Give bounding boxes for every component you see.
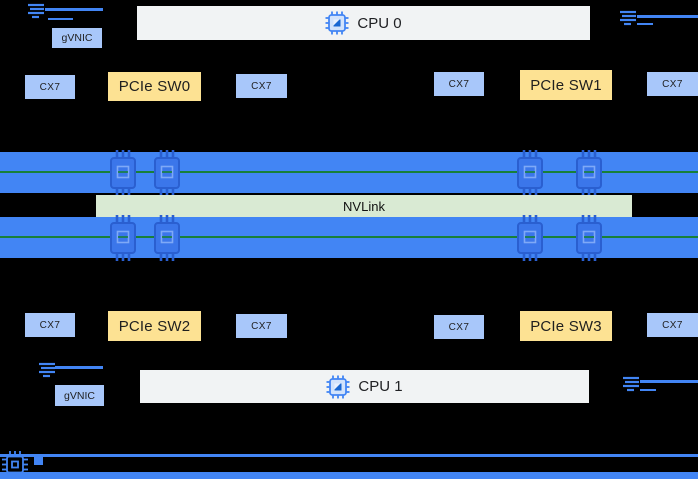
cx7-box: CX7 [25, 313, 75, 337]
cpu1-label: CPU 1 [358, 378, 403, 395]
gpu-chip-icon [153, 215, 181, 261]
network-line [0, 454, 698, 457]
network-line [640, 389, 656, 391]
cx7-label: CX7 [39, 81, 61, 93]
nic-icon [38, 362, 56, 378]
connector-node [34, 457, 43, 465]
cx7-box: CX7 [434, 315, 484, 339]
network-line [55, 366, 103, 369]
network-line [640, 380, 698, 383]
nvlink-line [0, 236, 698, 238]
network-line [45, 8, 103, 11]
cx7-label: CX7 [251, 320, 272, 332]
gvnic-box: gVNIC [55, 385, 104, 406]
cx7-label: CX7 [662, 78, 683, 90]
cx7-box: CX7 [647, 72, 698, 96]
gpu-chip-icon [516, 150, 544, 196]
pcie-sw3-label: PCIe SW3 [530, 317, 602, 335]
cx7-label: CX7 [662, 319, 683, 331]
cx7-box: CX7 [434, 72, 484, 96]
pcie-sw0-box: PCIe SW0 [108, 72, 201, 101]
gvnic-label: gVNIC [64, 389, 95, 402]
nvlink-label: NVLink [343, 198, 385, 214]
cpu-chip-icon [326, 374, 351, 399]
cpu0-box: CPU 0 [137, 6, 590, 40]
pcie-sw0-label: PCIe SW0 [118, 78, 191, 95]
gpu-chip-icon [109, 215, 137, 261]
cx7-label: CX7 [39, 319, 61, 331]
nvlink-line [0, 171, 698, 173]
network-line [637, 15, 698, 18]
cx7-label: CX7 [448, 321, 470, 333]
nic-icon [619, 10, 637, 26]
network-line [637, 23, 653, 25]
gpu-chip-icon [153, 150, 181, 196]
pcie-sw1-label: PCIe SW1 [530, 76, 602, 94]
pcie-sw3-box: PCIe SW3 [520, 311, 612, 341]
cx7-label: CX7 [251, 80, 272, 92]
cpu0-label: CPU 0 [357, 14, 402, 32]
network-line [48, 18, 73, 20]
pcie-sw1-box: PCIe SW1 [520, 70, 612, 100]
gpu-chip-icon [575, 215, 603, 261]
cx7-box: CX7 [25, 75, 75, 99]
cpu1-box: CPU 1 [140, 370, 589, 403]
pcie-sw2-box: PCIe SW2 [108, 311, 201, 341]
gvnic-box: gVNIC [52, 28, 102, 48]
cx7-label: CX7 [448, 78, 470, 90]
gpu-chip-icon [109, 150, 137, 196]
nvlink-bar: NVLink [96, 195, 632, 217]
nic-icon [27, 3, 45, 19]
gpu-chip-icon [575, 150, 603, 196]
cx7-box: CX7 [647, 313, 698, 337]
pcie-sw2-label: PCIe SW2 [118, 317, 191, 335]
gvnic-label: gVNIC [61, 32, 93, 44]
cx7-box: CX7 [236, 314, 287, 338]
bottom-edge-band [0, 472, 698, 479]
gpu-chip-icon [516, 215, 544, 261]
cx7-box: CX7 [236, 74, 287, 98]
cpu-chip-icon [325, 11, 350, 35]
nic-icon [622, 376, 640, 392]
